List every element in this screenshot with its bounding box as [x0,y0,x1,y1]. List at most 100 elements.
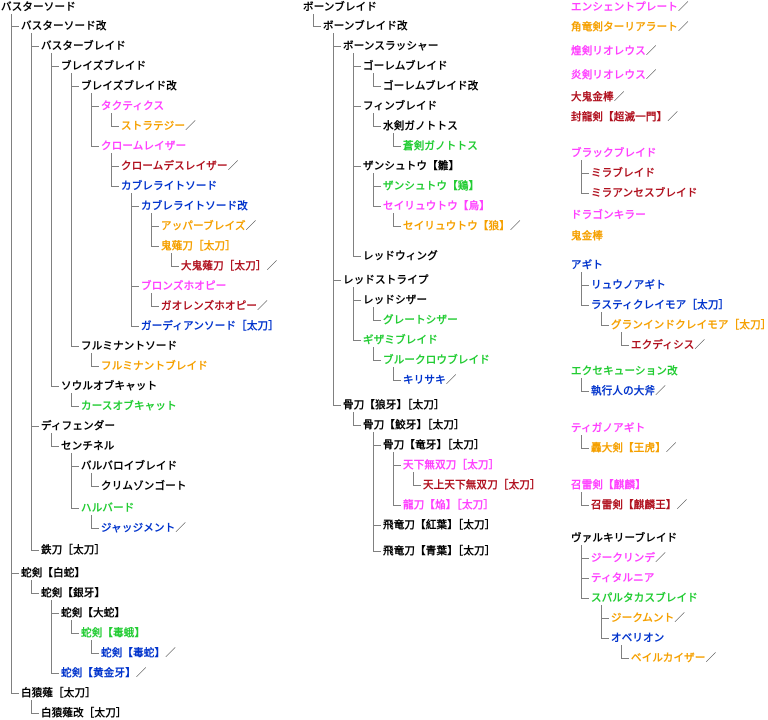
connector-line [71,86,79,87]
node-label: 鬼金棒 [571,230,604,242]
tree-node: ティタルニア [591,571,656,585]
connector-line [581,160,582,194]
connector-line [373,186,381,187]
node-label: カースオブキャット [81,400,177,412]
tree-node: グレートシザー [383,313,459,327]
connector-line [151,226,159,227]
tree-node: ベイルカイザー／ [631,651,718,665]
node-label: ストラテジー [121,120,186,132]
tree-node: 召雷剣【麒麟】 [571,478,647,492]
node-label: 大鬼金棒 [571,91,614,103]
connector-line [373,551,381,552]
connector-line [621,645,622,659]
connector-line [111,113,112,127]
node-terminal-mark: ／ [705,652,717,664]
node-label: オベリオン [611,632,665,644]
node-label: ブルークロウブレイド [383,354,490,366]
connector-line [373,126,381,127]
tree-node: ブルークロウブレイド [383,353,491,367]
tree-node: 蛇剣【毒蛇】／ [101,646,177,660]
node-label: 蛇剣【黄金牙】 [61,667,136,679]
node-terminal-mark: ／ [645,69,657,81]
connector-line [111,126,119,127]
connector-line [353,256,361,257]
node-label: 白猿薙［太刀］ [21,687,96,699]
node-label: ザンシュトウ【雛】 [363,160,460,172]
node-label: 天上天下無双刀［太刀］ [423,479,541,491]
node-label: 鉄刀［太刀］ [41,544,106,556]
connector-line [71,453,72,509]
tree-node: リュウノアギト [591,278,667,292]
connector-line [373,113,374,127]
connector-line [393,380,401,381]
tree-node: 執行人の大斧／ [591,384,667,398]
tree-node: 鬼薙刀［太刀］ [161,239,237,253]
connector-line [313,26,321,27]
node-label: エクセキューション改 [571,365,678,377]
tree-node: バスターソード改 [21,19,108,33]
tree-node: エンシェントプレート／ [571,0,690,14]
connector-line [373,347,374,361]
node-label: 炎剣リオレウス [571,69,646,81]
tree-node: 蛇剣【黄金牙】／ [61,666,148,680]
tree-node: ゴーレムブレイド改 [383,79,480,93]
connector-line [31,426,39,427]
tree-node: セイリュウトウ【狼】／ [403,219,522,233]
node-label: 蛇剣【大蛇】 [61,607,126,619]
connector-line [393,226,401,227]
node-label: グレートシザー [383,314,458,326]
node-terminal-mark: ／ [667,111,679,123]
node-terminal-mark: ／ [678,21,689,33]
connector-line [11,693,19,694]
node-label: ディフェンダー [41,420,116,432]
tree-node: ヴァルキリーブレイド [571,531,679,545]
connector-line [131,286,139,287]
node-terminal-mark: ／ [694,339,706,351]
tree-node: 飛竜刀【紅葉】［太刀］ [383,518,497,532]
tree-node: ストラテジー／ [121,119,197,133]
tree-node: ボーンブレイド [303,0,379,14]
connector-line [91,93,92,147]
node-label: 蛇剣【毒蛾】 [81,627,146,639]
connector-line [91,528,99,529]
tree-node: 鬼金棒 [571,229,605,243]
connector-line [91,106,99,107]
node-label: エンシェントプレート [571,1,678,13]
tree-node: バルバロイブレイド [81,459,179,473]
tree-node: ディフェンダー [41,419,117,433]
connector-line [621,658,629,659]
tree-node: 骨刀【鮫牙】［太刀］ [363,418,466,432]
node-label: ブラックブレイド [571,147,657,159]
node-terminal-mark: ／ [674,612,686,624]
node-label: タクティクス [101,100,165,112]
node-label: 骨刀【鮫牙】［太刀］ [363,419,465,431]
connector-line [91,515,92,529]
tree-node: フルミナントブレイド [101,359,209,373]
connector-line [581,193,589,194]
connector-line [111,166,119,167]
tree-node: アギト [571,258,605,272]
node-terminal-mark: ／ [245,220,257,232]
tree-node: ラスティクレイモア［太刀］ [591,298,731,312]
node-label: リュウノアギト [591,279,666,291]
node-label: 大鬼薙刀［太刀］ [181,260,267,272]
tree-node: 水剣ガノトトス [383,119,459,133]
node-label: レッドウィング [363,250,438,262]
connector-line [373,307,374,321]
tree-node: レッドウィング [363,249,439,263]
connector-line [373,432,374,552]
node-terminal-mark: ／ [266,260,278,272]
connector-line [373,73,374,87]
node-label: アッパーブレイズ [161,220,246,232]
node-label: ティタルニア [591,572,655,584]
connector-line [581,448,589,449]
node-label: ボーンブレイド [303,1,378,13]
tree-node: 召雷剣【麒麟王】／ [591,498,689,512]
node-label: ラスティクレイモア［太刀］ [591,299,730,311]
tree-node: オベリオン [611,631,666,645]
connector-line [353,300,361,301]
connector-line [51,386,59,387]
node-terminal-mark: ／ [165,647,176,659]
node-label: ボーンスラッシャー [343,40,439,52]
tree-node: センチネル [61,439,116,453]
